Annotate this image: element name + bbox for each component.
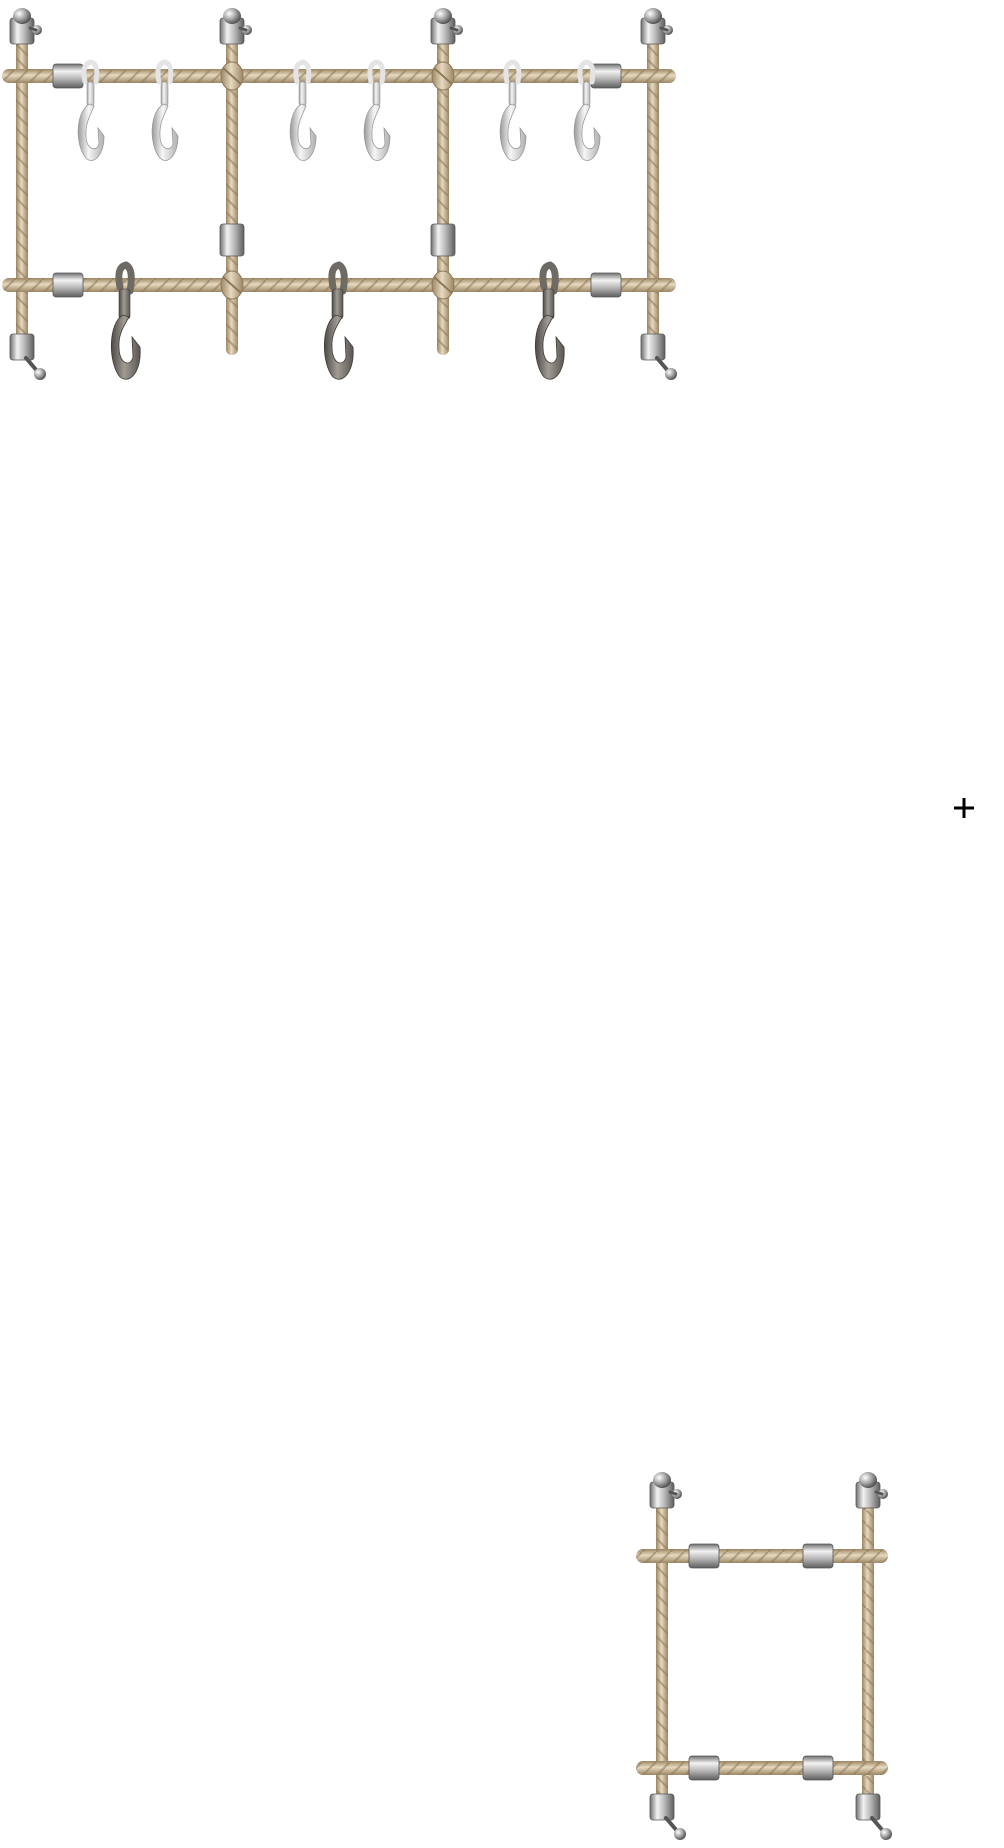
frame-post-1 — [656, 1482, 668, 1816]
rope-knot — [220, 270, 244, 300]
hook-light-2 — [151, 59, 179, 161]
rope-knot — [220, 61, 244, 91]
frame-top-cap — [855, 1472, 888, 1509]
rail-clamp — [52, 272, 84, 298]
frame-rail-2 — [636, 1761, 888, 1775]
hook-dark-1 — [110, 261, 141, 380]
rope-frame-illustration — [636, 1472, 892, 1840]
post-top-cap — [640, 8, 673, 45]
frame-rail-clamp — [688, 1543, 720, 1569]
plus-icon[interactable] — [952, 796, 976, 820]
post-top-cap — [219, 8, 252, 45]
empty-rope-frame — [628, 1468, 892, 1848]
frame-rail-clamp — [802, 1755, 834, 1781]
plus-cursor-glyph — [954, 798, 974, 818]
post-bottom-cap — [640, 333, 677, 380]
hook-light-6 — [573, 59, 601, 161]
rope-rack-with-hooks — [0, 0, 680, 390]
frame-top-cap — [649, 1472, 682, 1509]
frame-bottom-cap — [855, 1793, 892, 1840]
post-bottom-cap — [9, 333, 46, 380]
hook-dark-3 — [534, 261, 565, 380]
hook-dark-2 — [323, 261, 354, 380]
hook-light-4 — [363, 59, 391, 161]
frame-rail-1 — [636, 1549, 888, 1563]
frame-rail-clamp — [802, 1543, 834, 1569]
rope-rail-2 — [2, 278, 676, 292]
post-top-cap — [9, 8, 42, 45]
rope-post-4 — [647, 20, 659, 355]
hook-light-1 — [77, 59, 105, 161]
post-clamp — [430, 223, 456, 257]
rope-knot — [431, 270, 455, 300]
frame-rail-clamp — [688, 1755, 720, 1781]
rail-clamp — [590, 63, 622, 89]
post-top-cap — [430, 8, 463, 45]
rope-rail-1 — [2, 69, 676, 83]
rope-knot — [431, 61, 455, 91]
frame-bottom-cap — [649, 1793, 686, 1840]
frame-post-2 — [862, 1482, 874, 1816]
hook-light-5 — [499, 59, 527, 161]
rope-post-1 — [16, 20, 28, 355]
hook-light-3 — [289, 59, 317, 161]
rail-clamp — [52, 63, 84, 89]
rail-clamp — [590, 272, 622, 298]
rope-rack-illustration — [2, 8, 677, 380]
post-clamp — [219, 223, 245, 257]
